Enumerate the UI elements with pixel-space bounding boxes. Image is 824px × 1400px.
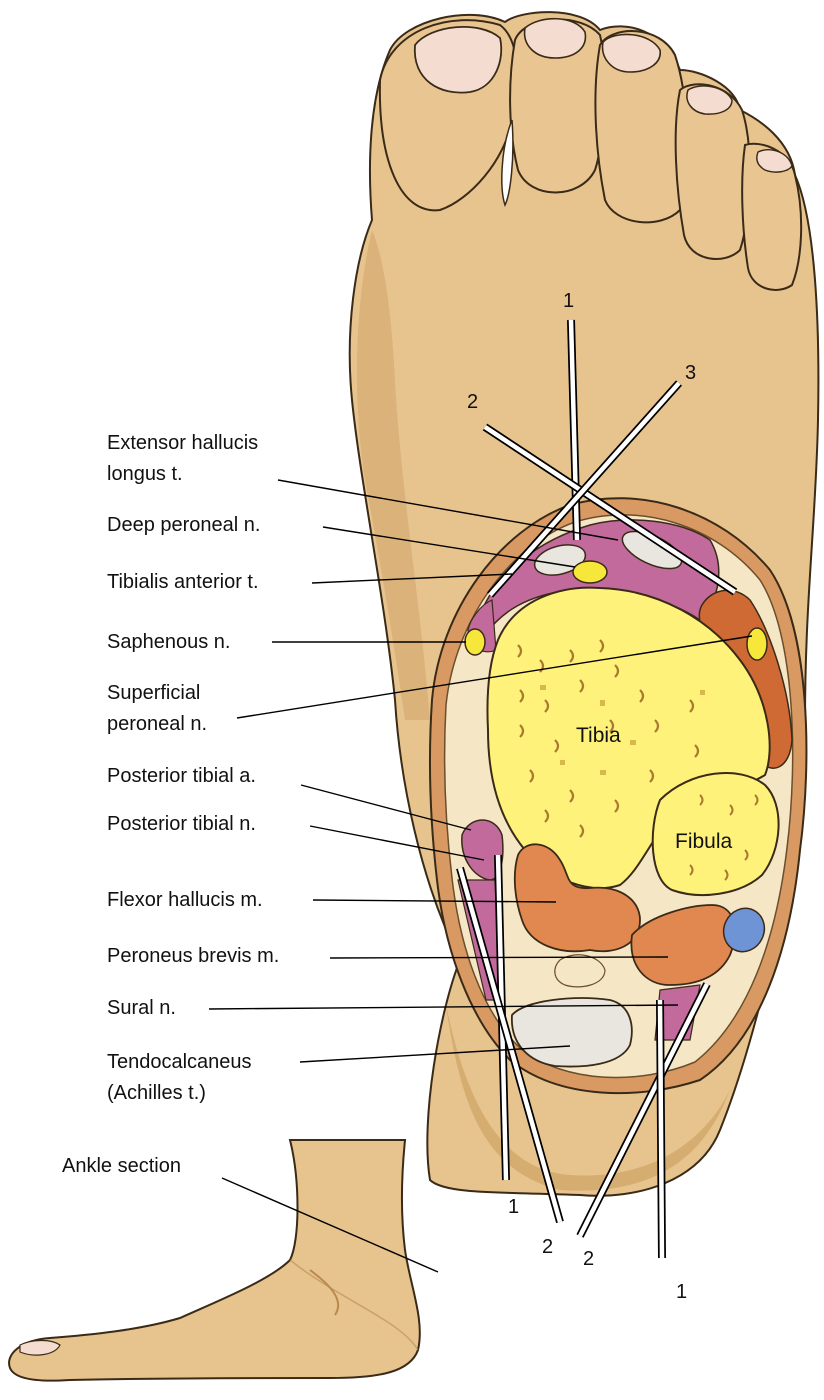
label-tendocalcaneus-2: (Achilles t.) [107,1082,206,1104]
label-sural: Sural n. [107,997,176,1019]
needle-number-top-1: 1 [563,290,574,312]
label-tibialis-anterior: Tibialis anterior t. [107,571,259,593]
leader-lines [208,479,753,1273]
toe3-nail [601,33,661,73]
label-flexor-hallucis: Flexor hallucis m. [107,889,263,911]
deep-peroneal-nerve [572,560,608,584]
label-extensor-hallucis-1: Extensor hallucis [107,432,258,454]
label-extensor-hallucis-2: longus t. [107,463,183,485]
superficial-peroneal-nerve [746,627,768,661]
fibula-bone [651,772,780,896]
flexor-hallucis-muscle [513,843,641,953]
needle-number-bottom-1-right: 1 [676,1281,687,1303]
saphenous-nerve [464,628,486,656]
tibia-texture [517,639,700,838]
big-toe-nail [414,26,503,94]
label-posterior-tibial-n: Posterior tibial n. [107,813,256,835]
label-saphenous: Saphenous n. [107,631,230,653]
label-ankle-section: Ankle section [62,1155,181,1177]
fibula-label: Fibula [675,830,733,853]
label-superficial-1: Superficial [107,682,200,704]
fibula-texture [689,794,759,881]
sural-nerve [554,954,606,988]
foot-illustration: Tibia Fibula [348,11,820,1197]
toe4-nail [686,85,733,115]
label-posterior-tibial-a: Posterior tibial a. [107,765,256,787]
toe2-nail [523,17,587,59]
needle-number-bottom-1-left: 1 [508,1196,519,1218]
achilles-tendon [511,997,633,1068]
needle-number-top-2: 2 [467,391,478,413]
label-superficial-2: peroneal n. [107,713,207,735]
tibia-label: Tibia [576,724,621,747]
needle-number-bottom-2-left: 2 [542,1236,553,1258]
cross-section [428,497,808,1095]
toes [378,17,803,291]
peroneus-brevis-muscle [630,904,736,986]
needle-number-bottom-2-right: 2 [583,1248,594,1270]
label-tendocalcaneus-1: Tendocalcaneus [107,1051,252,1073]
toe5-nail [756,148,793,173]
labels: Extensor hallucis longus t. Deep peronea… [62,432,279,1177]
needle-number-top-3: 3 [685,362,696,384]
needles [456,319,738,1259]
ankle-outline [8,1139,421,1382]
label-deep-peroneal: Deep peroneal n. [107,514,260,536]
label-peroneus-brevis: Peroneus brevis m. [107,945,279,967]
foot-shadow [356,230,430,720]
ankle-illustration [8,1139,421,1382]
vein-blue [722,907,766,953]
tibialis-anterior-tendon [533,544,587,576]
